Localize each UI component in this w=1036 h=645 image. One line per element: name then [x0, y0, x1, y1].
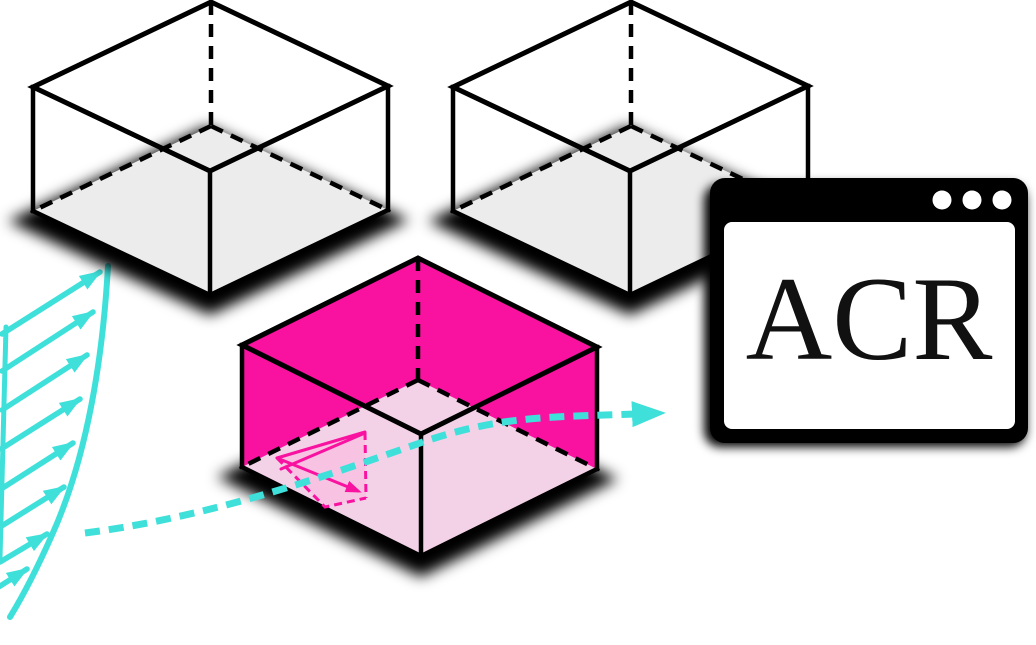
- profile-arrow: [0, 396, 83, 452]
- profile-arrows: [0, 269, 103, 590]
- profile-arrow: [0, 352, 90, 413]
- box-floor-front-edges: [238, 463, 601, 559]
- acr-label: ACR: [746, 252, 993, 385]
- window-content: [724, 222, 1015, 429]
- window-dots-icon: [932, 190, 1012, 210]
- glyph-edges: [275, 430, 367, 471]
- empty-box-1: [8, 2, 409, 315]
- profile-arrow: [0, 309, 96, 374]
- profile-envelope-curve: [7, 263, 111, 620]
- window-dot: [962, 190, 982, 210]
- profile-arrow: [0, 566, 30, 590]
- profile-arrow: [0, 269, 103, 337]
- highlighted-box: [217, 255, 618, 577]
- velocity-profile-icon: [0, 263, 111, 620]
- box-vertical-edges: [239, 342, 600, 559]
- profile-baseline: [0, 324, 9, 561]
- profile-arrow: [0, 440, 76, 492]
- browser-window-icon: ACR: [704, 178, 1028, 447]
- flow-arrow-icon: [84, 401, 666, 537]
- window-dot: [932, 190, 952, 210]
- window-dot: [992, 190, 1012, 210]
- glyph-face: [277, 432, 366, 507]
- profile-arrow: [0, 484, 67, 530]
- profile-arrow: [0, 531, 50, 565]
